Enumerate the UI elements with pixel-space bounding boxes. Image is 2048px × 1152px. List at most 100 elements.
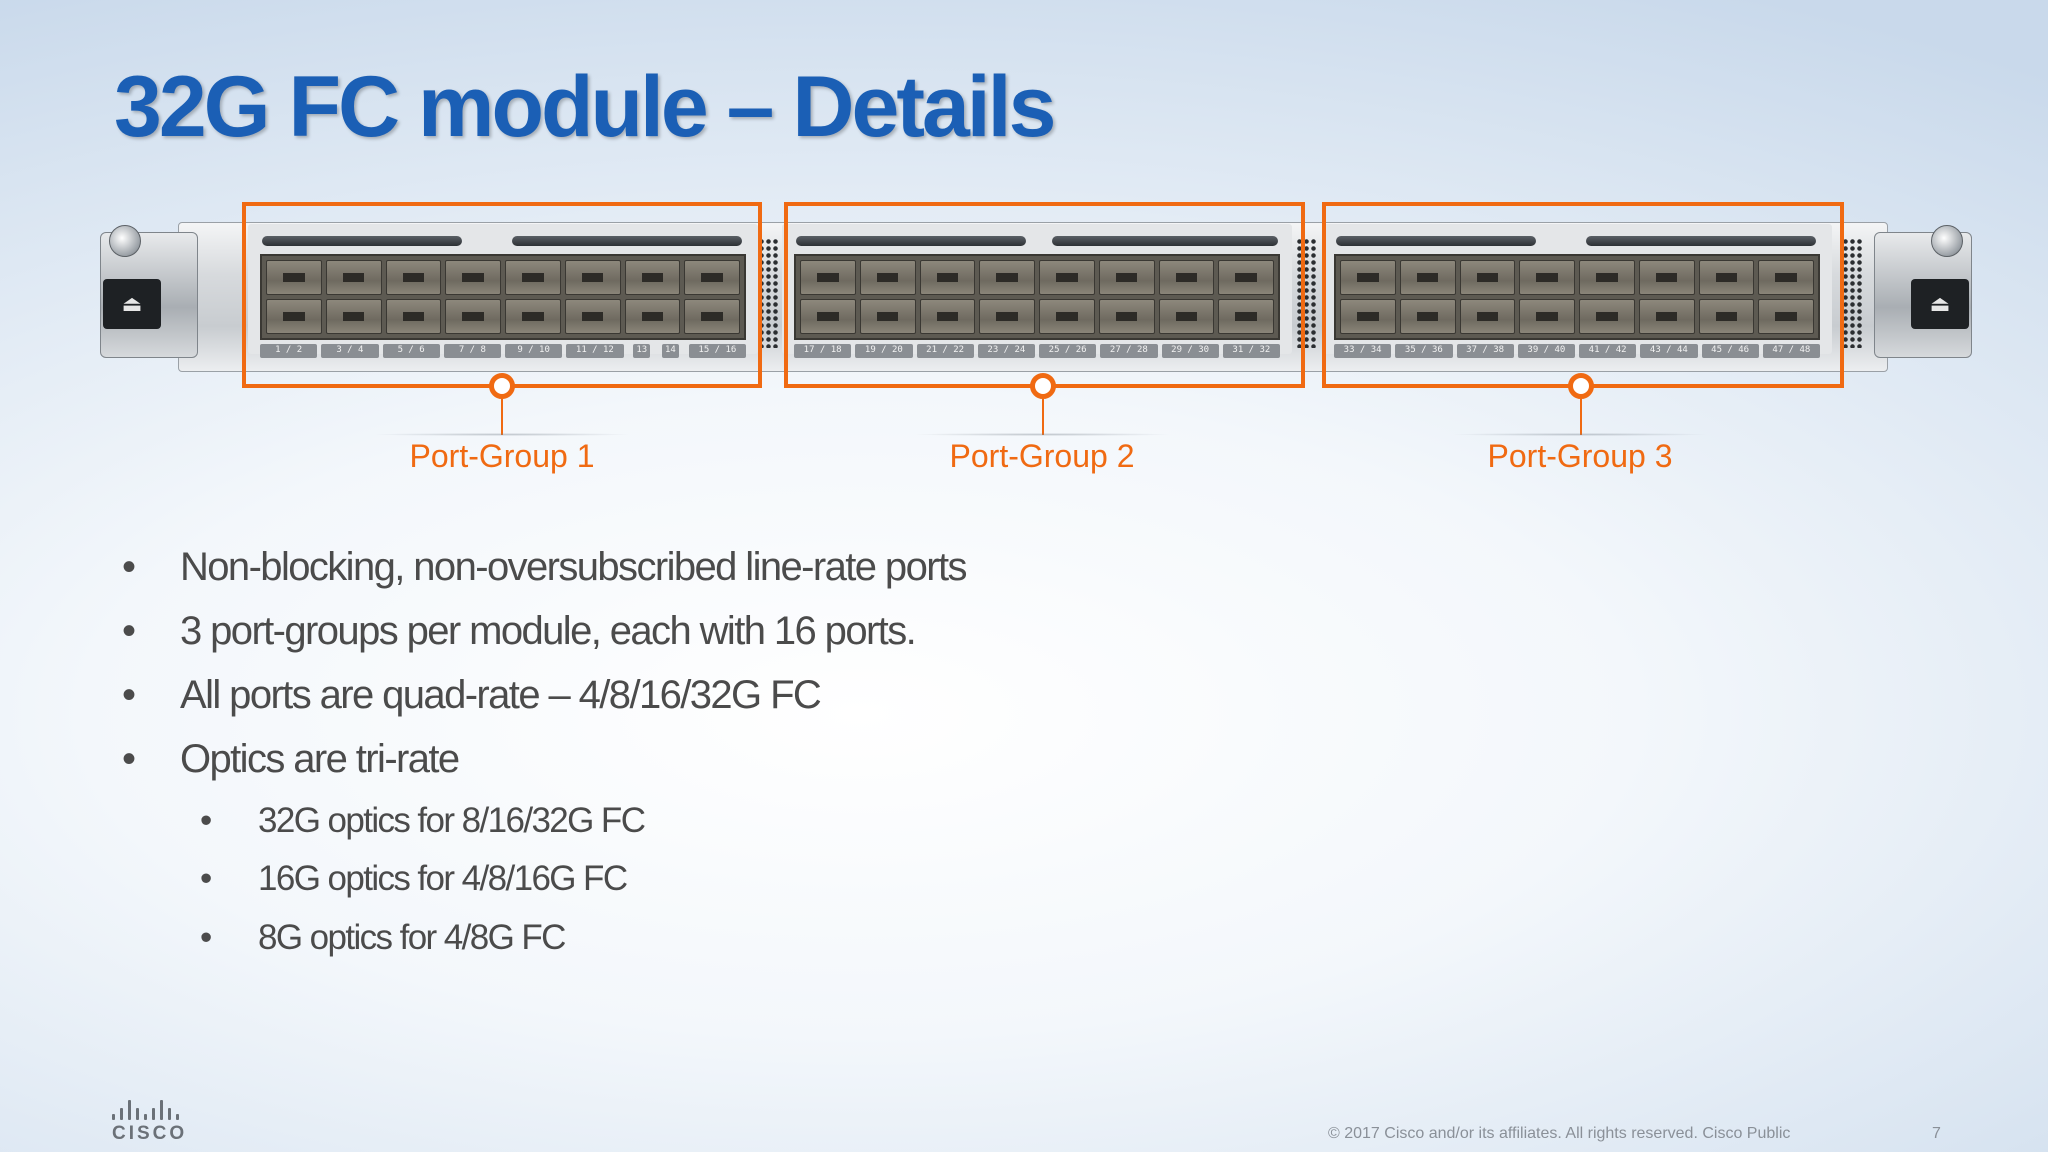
port-group-3-panel: 33 / 34 35 / 36 37 / 38 39 / 40 41 / 42 … <box>1322 224 1832 358</box>
port-number: 19 / 20 <box>855 344 913 358</box>
port-number: 15 / 16 <box>688 344 746 358</box>
port-number: 13 <box>633 344 651 358</box>
bullet-dot: • <box>122 673 136 717</box>
port-number: 31 / 32 <box>1222 344 1280 358</box>
bullet-item: • Non-blocking, non-oversubscribed line-… <box>122 545 967 590</box>
sfp-port <box>979 299 1035 334</box>
port-number: 33 / 34 <box>1334 344 1392 358</box>
vent-grille <box>1842 238 1862 348</box>
sfp-port <box>684 260 740 295</box>
right-ejector-handle: ⏏ <box>1874 225 1972 358</box>
sfp-port-block <box>260 254 746 340</box>
sfp-port <box>1039 299 1095 334</box>
sfp-port <box>564 260 621 295</box>
port-number: 11 / 12 <box>566 344 624 358</box>
port-number: 27 / 28 <box>1100 344 1158 358</box>
sfp-port <box>1098 299 1155 334</box>
port-number-pair: 13 14 <box>628 344 685 358</box>
sfp-port <box>1638 260 1695 295</box>
sfp-port <box>1218 299 1274 334</box>
callout-line-1 <box>501 399 503 435</box>
sfp-port <box>624 299 681 334</box>
bullet-text: Optics are tri-rate <box>180 737 460 781</box>
callout-line-2 <box>1042 399 1044 435</box>
sfp-port <box>385 299 442 334</box>
slide-title: 32G FC module – Details <box>114 59 1056 155</box>
sfp-port <box>1340 260 1396 295</box>
cisco-wordmark: CISCO <box>112 1123 188 1144</box>
sfp-port-block <box>794 254 1280 340</box>
port-number: 17 / 18 <box>794 344 852 358</box>
sfp-port <box>505 299 561 334</box>
bullet-dot: • <box>200 859 212 898</box>
port-number: 9 / 10 <box>505 344 563 358</box>
panel-rail <box>512 236 742 246</box>
sfp-port <box>1039 260 1095 295</box>
sfp-port <box>1399 299 1456 334</box>
cisco-bars-icon <box>112 1098 200 1120</box>
bullet-item: • All ports are quad-rate – 4/8/16/32G F… <box>122 673 822 718</box>
sfp-port <box>1098 260 1155 295</box>
sfp-port <box>1698 299 1755 334</box>
port-group-1-highlight <box>242 202 762 388</box>
port-group-1-panel: 1 / 2 3 / 4 5 / 6 7 / 8 9 / 10 11 / 12 1… <box>248 224 758 358</box>
label-underline <box>372 433 632 436</box>
callout-connector-1 <box>489 373 515 399</box>
sfp-port <box>684 299 740 334</box>
port-number: 41 / 42 <box>1579 344 1637 358</box>
sfp-port <box>1638 299 1695 334</box>
line-card-module-image: ⏏ ⏏ 1 / 2 3 / 4 5 / 6 7 / 8 9 / 10 11 / … <box>100 214 1972 376</box>
sfp-port-block <box>1334 254 1820 340</box>
label-underline <box>912 433 1172 436</box>
sfp-port <box>1459 299 1516 334</box>
thumbscrew-icon <box>1931 225 1963 257</box>
sfp-port <box>325 299 382 334</box>
sfp-port <box>445 299 501 334</box>
sfp-port <box>385 260 442 295</box>
sub-bullet-item: • 32G optics for 8/16/32G FC <box>200 801 646 841</box>
callout-connector-2 <box>1030 373 1056 399</box>
sfp-port <box>624 260 681 295</box>
panel-rail <box>796 236 1026 246</box>
port-group-1-label: Port-Group 1 <box>409 438 595 474</box>
left-ejector-handle: ⏏ <box>100 225 198 358</box>
sfp-port <box>266 299 322 334</box>
bullet-dot: • <box>122 545 136 589</box>
sfp-port <box>1519 299 1575 334</box>
port-number-strip: 17 / 18 19 / 20 21 / 22 23 / 24 25 / 26 … <box>794 344 1280 358</box>
bullet-text: 32G optics for 8/16/32G FC <box>258 801 646 840</box>
port-number: 7 / 8 <box>443 344 501 358</box>
cisco-logo: CISCO <box>112 1098 200 1144</box>
footer-copyright: © 2017 Cisco and/or its affiliates. All … <box>1328 1125 1791 1142</box>
sfp-port <box>1459 260 1516 295</box>
port-number: 35 / 36 <box>1395 344 1453 358</box>
port-number: 43 / 44 <box>1640 344 1698 358</box>
panel-rail <box>262 236 462 246</box>
sfp-port <box>1218 260 1274 295</box>
port-number: 47 / 48 <box>1762 344 1820 358</box>
thumbscrew-icon <box>109 225 141 257</box>
sfp-port <box>1340 299 1396 334</box>
port-number-strip: 33 / 34 35 / 36 37 / 38 39 / 40 41 / 42 … <box>1334 344 1820 358</box>
callout-connector-3 <box>1568 373 1594 399</box>
sfp-port <box>1579 260 1635 295</box>
bullet-dot: • <box>200 918 212 957</box>
port-number: 23 / 24 <box>977 344 1035 358</box>
bullet-text: 8G optics for 4/8G FC <box>258 918 566 957</box>
sfp-port <box>505 260 561 295</box>
sfp-port <box>979 260 1035 295</box>
port-group-3-label: Port-Group 3 <box>1487 438 1673 474</box>
panel-rail <box>1336 236 1536 246</box>
sfp-port <box>1158 299 1215 334</box>
port-number-strip: 1 / 2 3 / 4 5 / 6 7 / 8 9 / 10 11 / 12 1… <box>260 344 746 358</box>
sfp-port <box>859 299 916 334</box>
sfp-port <box>919 299 976 334</box>
sfp-port <box>1758 260 1814 295</box>
port-group-3-highlight <box>1322 202 1844 388</box>
port-group-2-panel: 17 / 18 19 / 20 21 / 22 23 / 24 25 / 26 … <box>782 224 1292 358</box>
port-number: 29 / 30 <box>1161 344 1219 358</box>
port-number: 39 / 40 <box>1517 344 1575 358</box>
sfp-port <box>859 260 916 295</box>
port-number: 21 / 22 <box>916 344 974 358</box>
bullet-dot: • <box>122 737 136 781</box>
